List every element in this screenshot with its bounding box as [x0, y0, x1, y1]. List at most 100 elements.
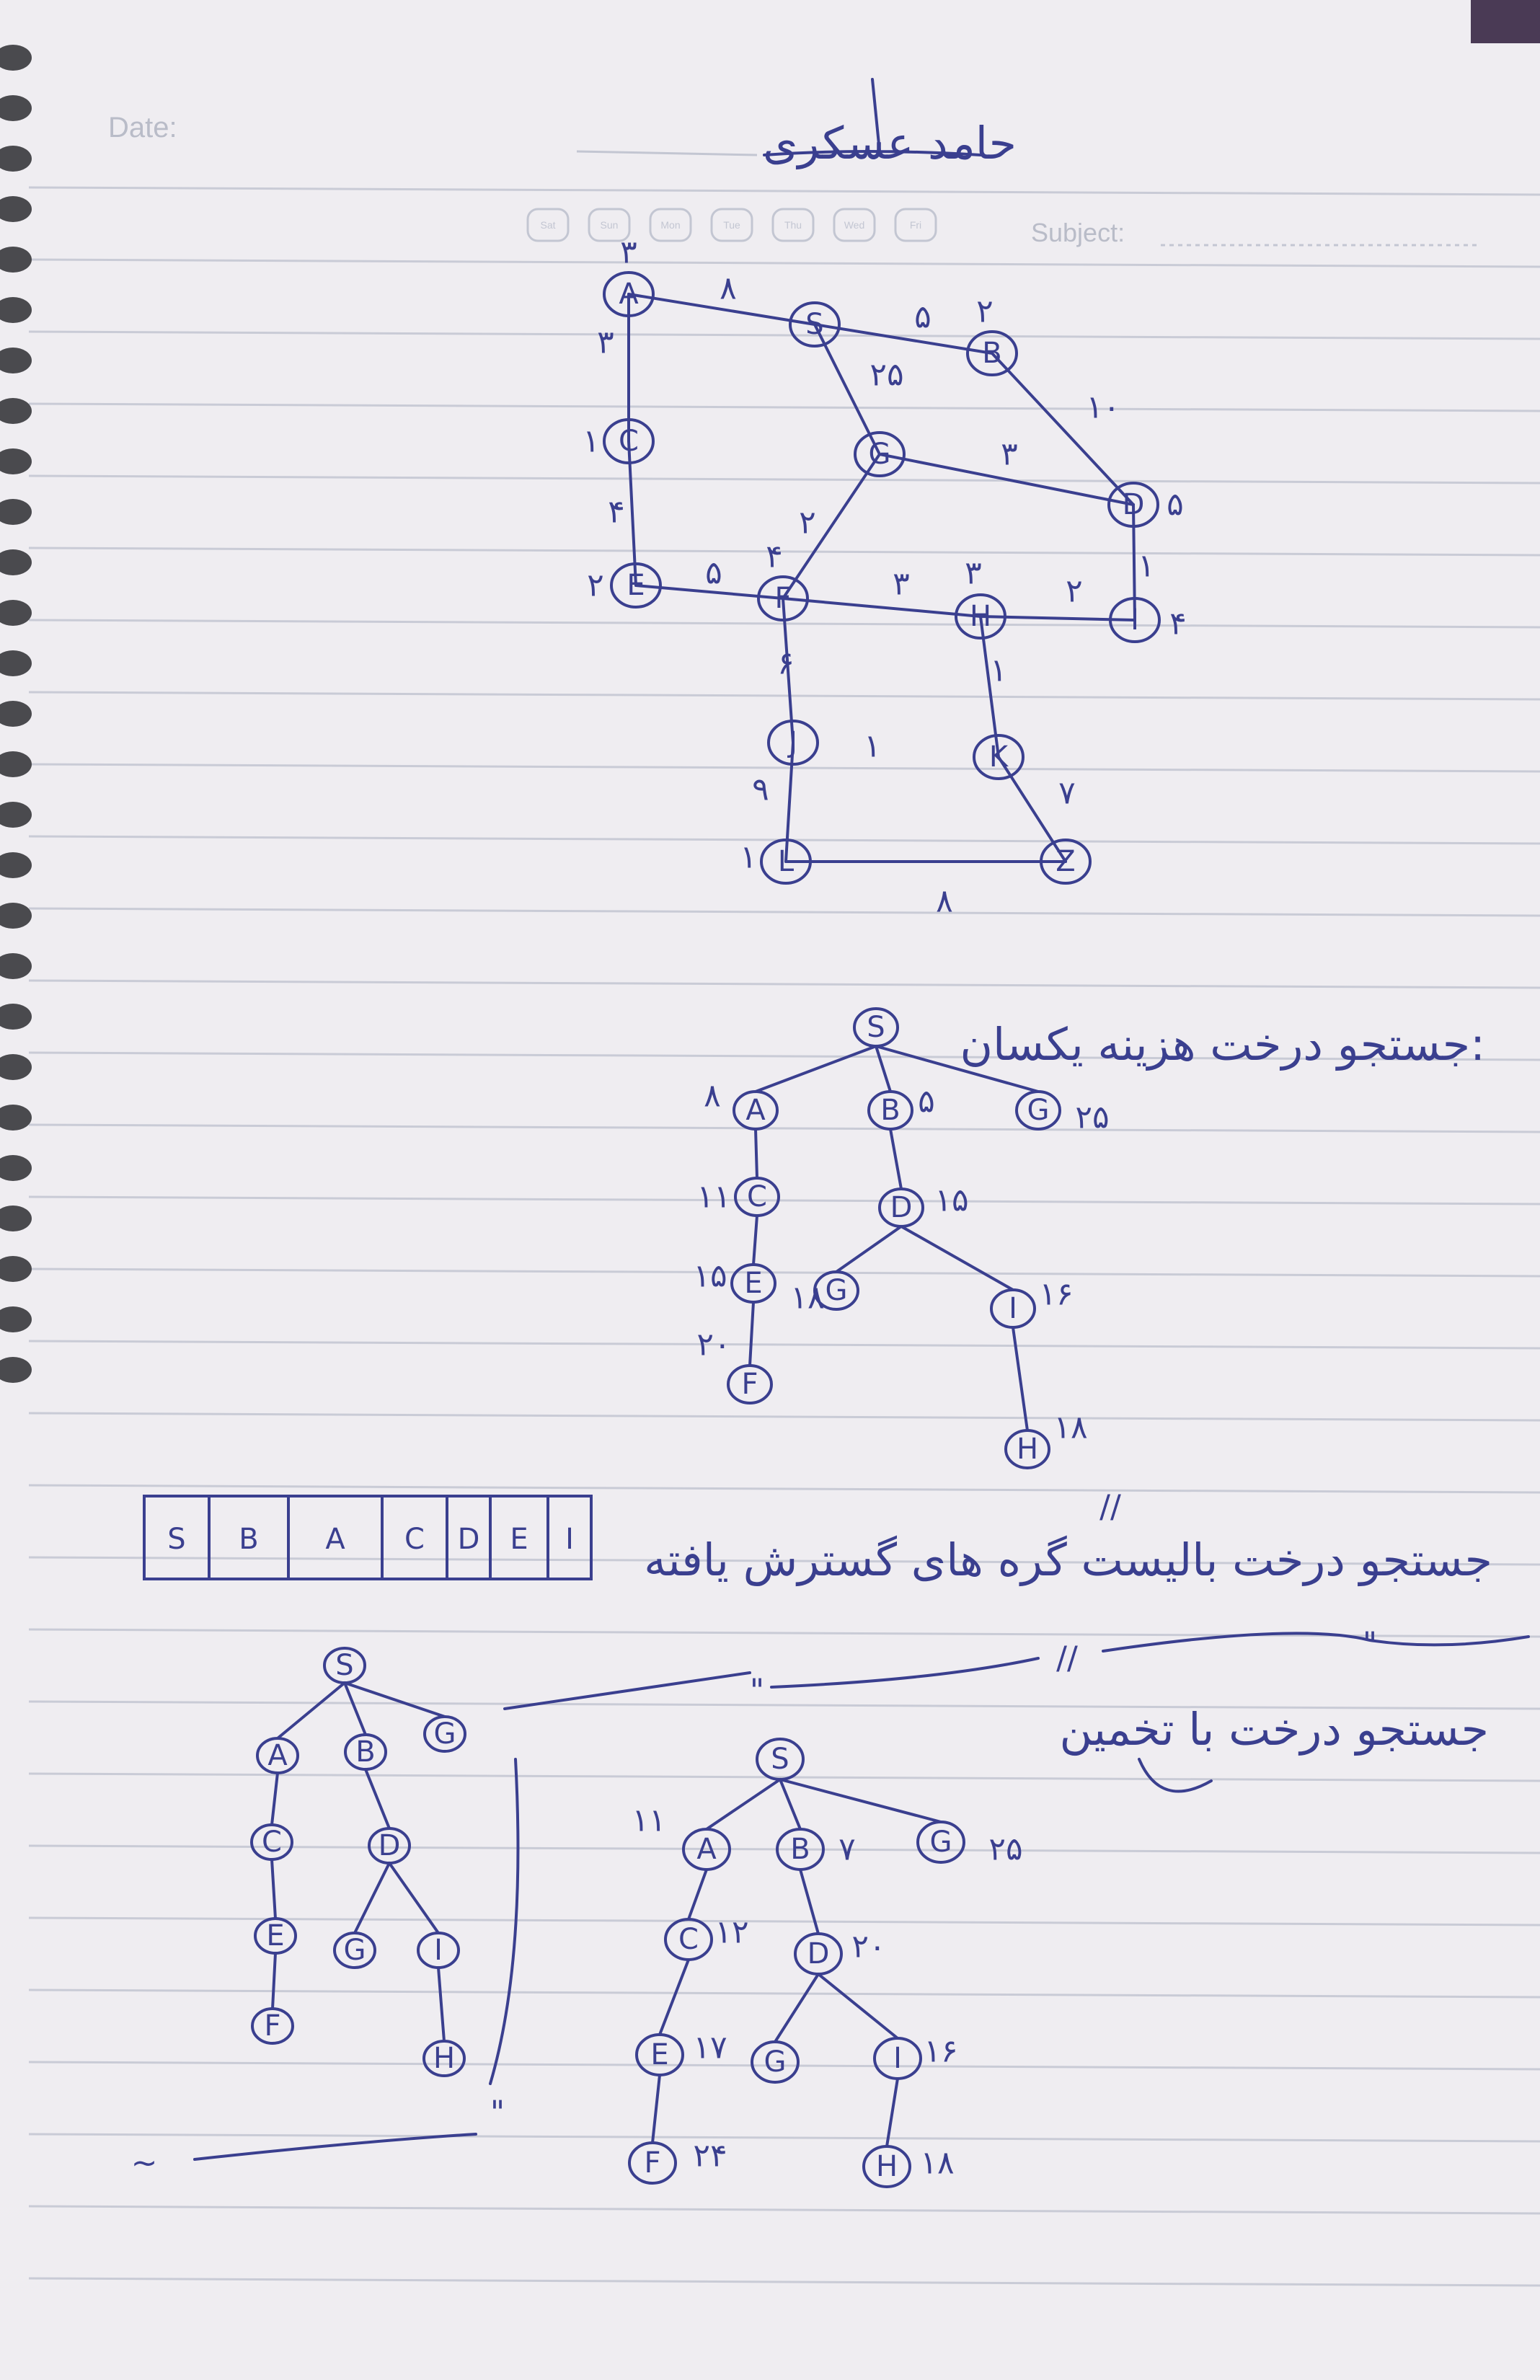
heur-node-i	[873, 2037, 922, 2080]
ucs-node-g	[813, 1270, 859, 1311]
graph-node-label: E	[627, 569, 645, 602]
author-name: حامد عسکری	[763, 117, 1017, 169]
visited-node-c	[250, 1823, 293, 1861]
visited-node-i	[417, 1932, 460, 1969]
heur-edge	[651, 2074, 661, 2144]
edge-s-g	[813, 323, 881, 456]
graph-node-label: C	[619, 425, 639, 458]
graph-node-j	[767, 720, 819, 766]
ucs-node-s	[853, 1007, 899, 1048]
visited-node-label: A	[267, 1739, 288, 1772]
edge-weight: ۲	[799, 505, 816, 541]
ucs-edge	[889, 1128, 903, 1190]
heur-node-h	[862, 2145, 911, 2188]
day-pill-mon	[649, 208, 692, 242]
date-underline	[576, 150, 758, 156]
edge-d-i	[1132, 503, 1136, 621]
visited-node-d	[368, 1827, 411, 1864]
day-pill-thu	[771, 208, 815, 242]
graph-node-label: S	[805, 308, 823, 341]
edge-weight: ۲	[1066, 573, 1083, 610]
edge-weight: ۸	[720, 270, 737, 307]
heuristic-value: ۲	[587, 567, 604, 604]
visited-node-label: G	[434, 1717, 456, 1751]
ucs-node-d	[878, 1187, 924, 1228]
day-pill-tue	[710, 208, 753, 242]
heur-node-label: A	[696, 1833, 717, 1866]
heur-edge	[779, 1778, 802, 1831]
heur-edge	[779, 1778, 942, 1823]
visited-node-label: C	[262, 1826, 282, 1859]
heur-edge	[799, 1868, 820, 1935]
ucs-edge	[875, 1045, 1040, 1093]
day-pill-label: Tue	[723, 219, 740, 231]
edge-weight: ۵	[914, 299, 931, 336]
ucs-node-label: H	[1017, 1433, 1038, 1466]
ucs-edge	[754, 1045, 877, 1093]
edge-weight: ۱۰	[1086, 389, 1120, 426]
heur-edge	[658, 1958, 690, 2036]
heur-node-label: D	[807, 1937, 830, 1970]
edge-g-f	[782, 453, 881, 600]
edge-j-l	[784, 741, 795, 863]
heur-cost: ۷	[838, 1831, 856, 1868]
uniform-cost-title: جستجو درخت هزینه یکسان:	[960, 1018, 1485, 1071]
heur-node-b	[776, 1828, 825, 1871]
visited-node-label: F	[264, 2009, 280, 2043]
edge-weight: ۴	[608, 494, 625, 531]
ucs-cost: ۲۰	[696, 1327, 730, 1363]
ucs-node-c	[734, 1177, 780, 1217]
heur-node-label: S	[771, 1743, 789, 1776]
expanded-list-note: جستجو درخت بالیست گره های گسترش یافته	[644, 1534, 1492, 1586]
edge-weight: ۶	[777, 645, 795, 682]
day-pill-label: Mon	[660, 219, 680, 231]
graph-node-c	[603, 418, 655, 464]
graph-node-a	[603, 271, 655, 317]
heur-edge	[687, 1868, 708, 1921]
edge-b-d	[991, 352, 1135, 506]
queue-cell: B	[239, 1523, 258, 1556]
heur-node-label: G	[764, 2045, 787, 2079]
edge-weight: ۷	[1058, 775, 1076, 812]
heur-cost: ۱۱	[632, 1802, 665, 1839]
heuristic-value: ۱	[583, 423, 600, 460]
spiral-binding	[0, 45, 32, 1383]
visited-edge	[343, 1681, 446, 1718]
queue-cell: D	[458, 1523, 480, 1556]
visited-node-label: S	[335, 1649, 353, 1682]
edge-f-h	[782, 597, 982, 618]
ucs-edge	[900, 1225, 1014, 1291]
heur-edge	[885, 2077, 899, 2148]
heuristic-value: ۴	[766, 539, 783, 575]
graph-node-f	[757, 575, 809, 621]
shadow-top-right	[1471, 0, 1540, 43]
edge-weight: ۵	[705, 555, 722, 592]
queue-cell: C	[404, 1523, 425, 1556]
heur-node-a	[682, 1828, 731, 1871]
ucs-node-label: D	[890, 1191, 913, 1224]
visited-edge	[343, 1681, 367, 1736]
heur-node-s	[756, 1738, 805, 1781]
ditto-mark-5: "	[490, 2094, 505, 2131]
heuristic-value: ۱	[740, 839, 757, 876]
heur-edge	[705, 1778, 782, 1831]
edge-weight: ۳	[893, 566, 910, 603]
graph-node-g	[854, 431, 906, 477]
visited-edge	[270, 1771, 279, 1826]
day-pill-label: Wed	[844, 219, 865, 231]
heur-node-label: H	[876, 2150, 898, 2183]
ditto-mark-3: //	[1056, 1640, 1078, 1677]
ucs-node-label: G	[826, 1274, 848, 1307]
edge-weight: ۱	[990, 652, 1007, 689]
graph-node-label: J	[787, 726, 797, 759]
visited-node-g	[423, 1715, 466, 1753]
day-pill-label: Sat	[540, 219, 555, 231]
ucs-cost: ۲۵	[1075, 1100, 1109, 1136]
graph-node-label: B	[982, 337, 1001, 370]
graph-node-z	[1040, 839, 1092, 885]
edge-k-z	[997, 756, 1067, 863]
heuristic-cup	[1138, 1758, 1213, 1793]
heur-edge	[817, 1973, 899, 2040]
